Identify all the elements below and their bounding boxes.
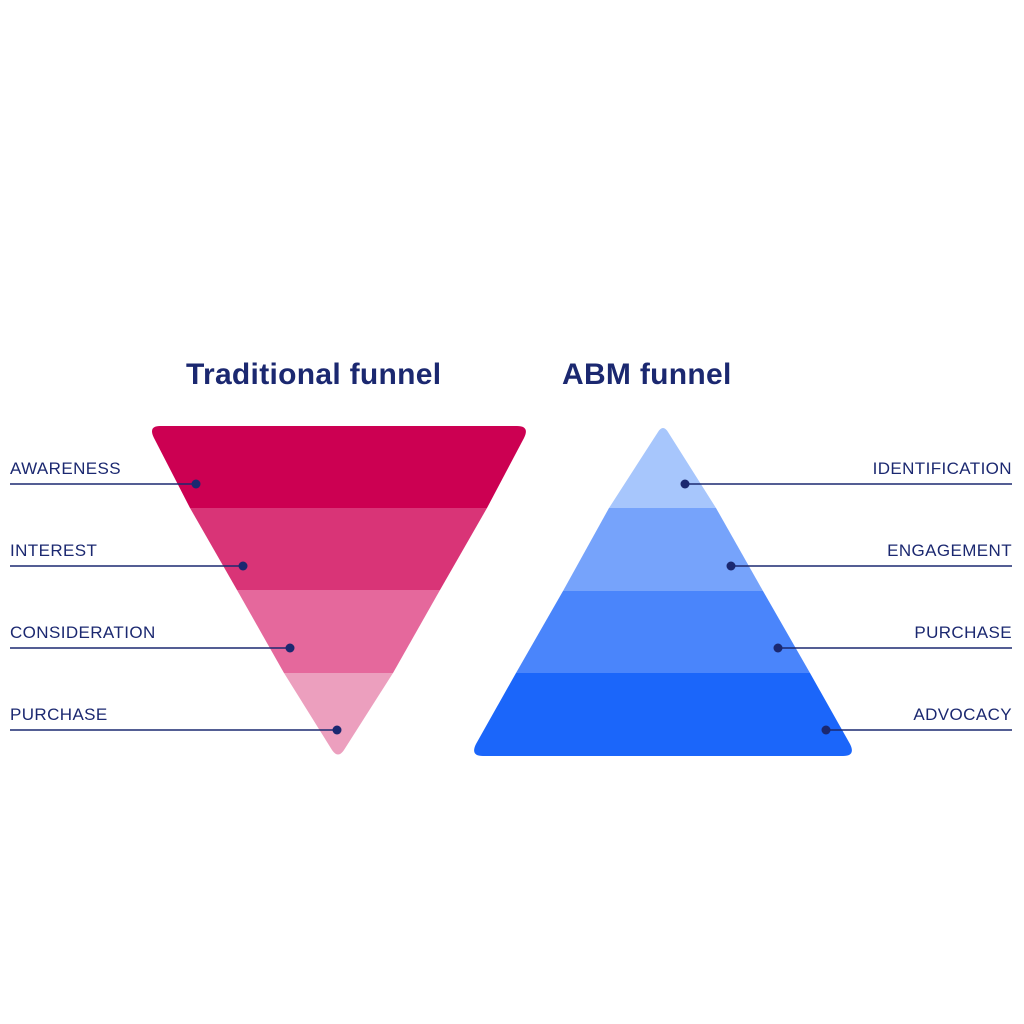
traditional-segment-interest	[190, 508, 487, 590]
traditional-segment-awareness	[152, 426, 526, 508]
leader-dot-awareness	[191, 479, 201, 489]
stage-label-advocacy: ADVOCACY	[913, 705, 1012, 724]
abm-funnel-shape	[474, 428, 852, 756]
abm-leader-dots	[680, 479, 831, 735]
leader-dot-identification	[680, 479, 690, 489]
traditional-funnel-shape	[152, 426, 526, 755]
traditional-segment-purchase	[284, 673, 393, 755]
abm-segment-advocacy	[474, 673, 852, 756]
stage-label-awareness: AWARENESS	[10, 459, 121, 478]
stage-label-identification: IDENTIFICATION	[872, 459, 1012, 478]
stage-label-purchase-traditional: PURCHASE	[10, 705, 108, 724]
abm-funnel-title: ABM funnel	[562, 358, 732, 391]
abm-segment-identification	[609, 428, 716, 508]
stage-label-consideration: CONSIDERATION	[10, 623, 156, 642]
leader-dot-interest	[238, 561, 248, 571]
traditional-segment-consideration	[237, 590, 440, 673]
leader-dot-advocacy	[821, 725, 831, 735]
stage-label-interest: INTEREST	[10, 541, 98, 560]
traditional-leader-dots	[191, 479, 342, 735]
abm-segment-engagement	[563, 508, 763, 591]
leader-dot-purchase-right	[773, 643, 783, 653]
leader-dot-purchase-left	[332, 725, 342, 735]
leader-dot-consideration	[285, 643, 295, 653]
stage-label-purchase-abm: PURCHASE	[914, 623, 1012, 642]
leader-dot-engagement	[726, 561, 736, 571]
traditional-funnel-title: Traditional funnel	[186, 358, 442, 391]
traditional-leader-lines	[10, 483, 337, 731]
abm-leader-lines	[685, 483, 1012, 731]
stage-label-engagement: ENGAGEMENT	[887, 541, 1012, 560]
abm-segment-purchase	[516, 591, 810, 673]
